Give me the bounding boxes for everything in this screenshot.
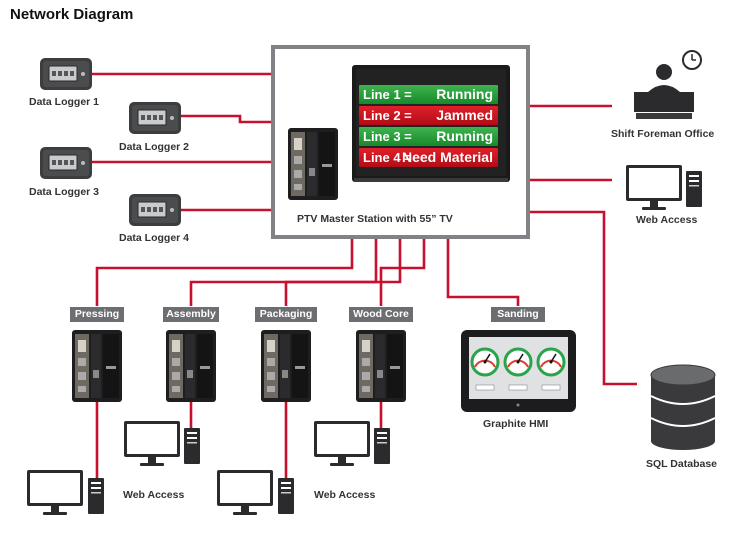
controller-icon	[356, 330, 406, 402]
tv-status-row: Line 4 = Need Material	[359, 148, 498, 167]
station-tag-packaging: Packaging	[255, 307, 317, 322]
controller-icon	[261, 330, 311, 402]
tv-line-label: Line 3 =	[363, 129, 412, 144]
tv-line-status: Need Material	[401, 149, 493, 165]
data-logger-3-label: Data Logger 3	[29, 186, 100, 198]
master-controller-icon	[288, 128, 338, 200]
pc-tower-icon	[374, 428, 390, 464]
pc-tower-icon	[686, 171, 702, 207]
tv-line-label: Line 4 =	[363, 150, 412, 165]
tv-line-label: Line 1 =	[363, 87, 412, 102]
tv-status-row: Line 3 = Running	[359, 127, 498, 146]
controller-icon	[166, 330, 216, 402]
shift-foreman-label: Shift Foreman Office	[611, 128, 715, 140]
sql-database-label: SQL Database	[646, 458, 718, 470]
tv-status-row: Line 2 = Jammed	[359, 106, 498, 125]
controller-icon	[72, 330, 122, 402]
monitor-icon	[27, 470, 83, 515]
monitor-icon	[124, 421, 180, 466]
monitor-icon	[217, 470, 273, 515]
page-title: Network Diagram	[10, 6, 134, 23]
data-logger-icon	[39, 57, 93, 91]
station-tag-wood-core: Wood Core	[349, 307, 413, 322]
web-access-label: Web Access	[314, 489, 376, 501]
data-logger-icon	[39, 146, 93, 180]
data-logger-4-label: Data Logger 4	[119, 232, 190, 244]
monitor-icon	[314, 421, 370, 466]
station-tag-pressing: Pressing	[70, 307, 124, 322]
data-logger-icon	[128, 193, 182, 227]
tv-line-label: Line 2 =	[363, 108, 412, 123]
monitor-icon	[626, 165, 682, 210]
pc-tower-icon	[88, 478, 104, 514]
database-icon	[650, 364, 716, 450]
data-logger-2-label: Data Logger 2	[119, 141, 190, 153]
tv-line-status: Running	[436, 86, 493, 102]
pc-tower-icon	[184, 428, 200, 464]
data-logger-icon	[128, 101, 182, 135]
tv-line-status: Running	[436, 128, 493, 144]
station-tag-sanding: Sanding	[491, 307, 545, 322]
data-logger-1-label: Data Logger 1	[29, 96, 100, 108]
tv-line-status: Jammed	[436, 107, 493, 123]
master-station-label: PTV Master Station with 55” TV	[297, 213, 453, 225]
connection-lines	[92, 72, 637, 482]
shift-foreman-icon	[634, 50, 702, 119]
station-tag-assembly: Assembly	[163, 307, 219, 322]
web-access-label: Web Access	[123, 489, 185, 501]
graphite-hmi-label: Graphite HMI	[483, 418, 549, 430]
pc-tower-icon	[278, 478, 294, 514]
web-access-label: Web Access	[636, 214, 698, 226]
graphite-hmi-icon	[461, 330, 576, 412]
tv-status-row: Line 1 = Running	[359, 85, 498, 104]
